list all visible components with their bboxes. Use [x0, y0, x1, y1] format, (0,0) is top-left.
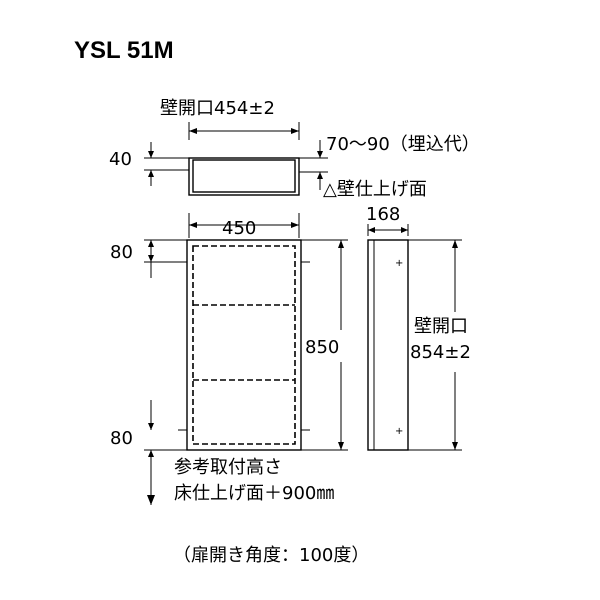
- front-view: 450 80 850 80: [110, 213, 348, 505]
- recess-label: 70～90（埋込代）: [326, 134, 480, 155]
- top-depth-label: 40: [109, 149, 132, 170]
- mount-height-label-line2: 床仕上げ面＋900㎜: [174, 483, 334, 504]
- wall-surface-label: △壁仕上げ面: [323, 179, 427, 200]
- top-view: 壁開口454±2 40 70～90（埋込代） △壁仕上げ面: [109, 98, 480, 200]
- side-view-outline: [367, 239, 409, 451]
- side-depth-label: 168: [366, 204, 400, 225]
- side-view: 168 + + 壁開口 854±2: [366, 204, 471, 451]
- front-view-outline: [186, 239, 302, 451]
- top-view-outline: [188, 157, 300, 196]
- opening-height-label-line1: 壁開口: [414, 316, 468, 337]
- bottom-offset-label: 80: [110, 428, 133, 449]
- opening-width-label: 壁開口454±2: [160, 98, 275, 119]
- door-angle-note: （扉開き角度：100度）: [173, 545, 369, 566]
- height-label: 850: [305, 337, 339, 358]
- svg-text:+: +: [395, 258, 403, 269]
- svg-text:+: +: [395, 426, 403, 437]
- mount-height-label-line1: 参考取付高さ: [174, 457, 282, 478]
- opening-height-label-line2: 854±2: [410, 342, 471, 363]
- model-title: YSL 51M: [74, 37, 174, 64]
- top-offset-label: 80: [110, 242, 133, 263]
- front-width-label: 450: [222, 218, 256, 239]
